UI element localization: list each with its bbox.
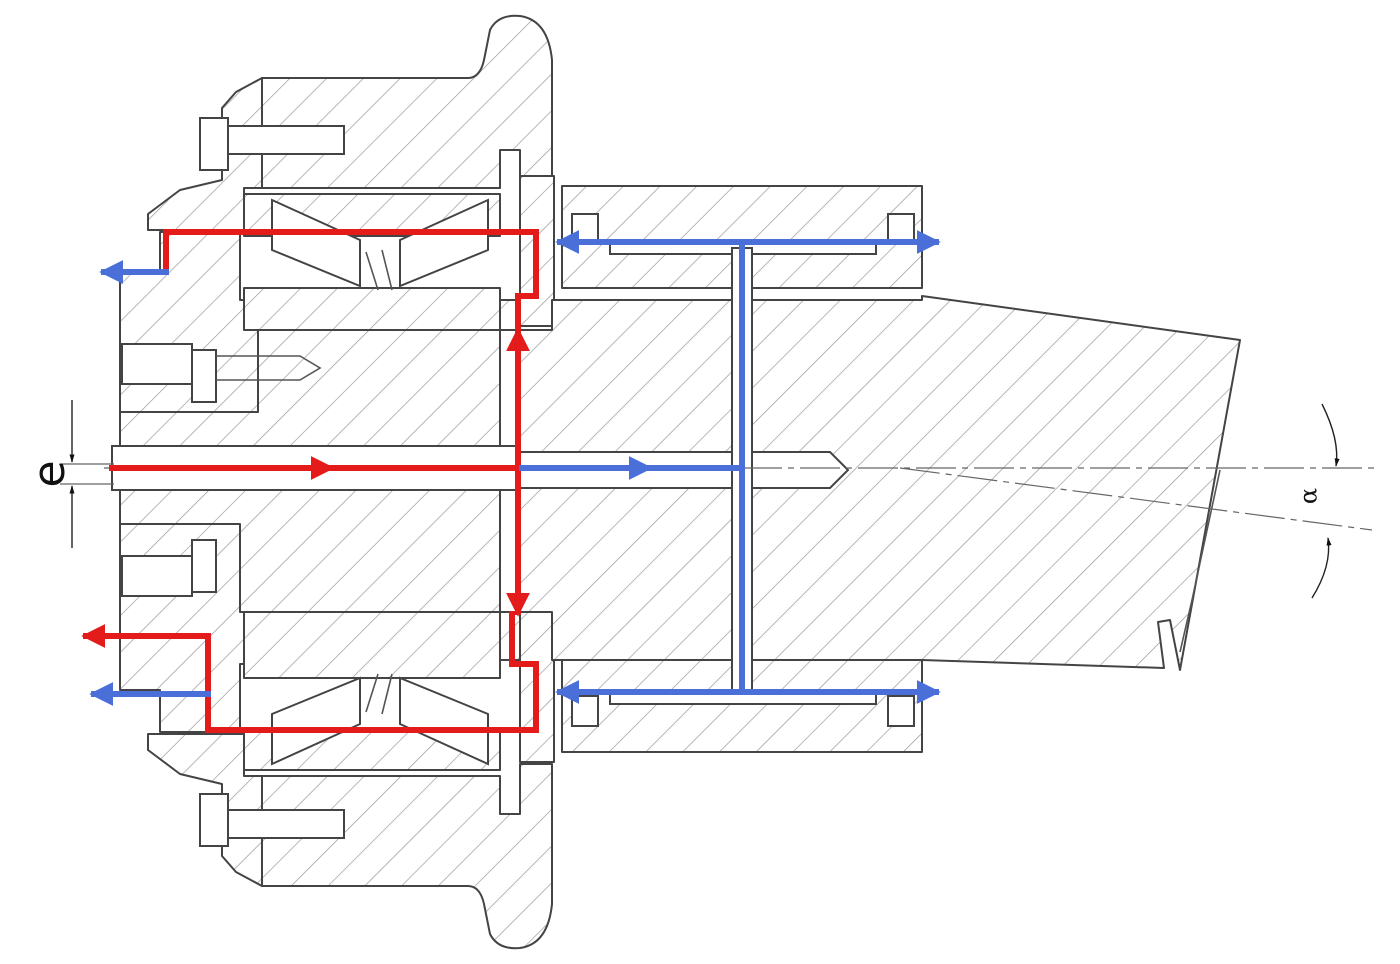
red-flow-lower-bearing — [81, 611, 539, 733]
angle-dimension: α — [1295, 403, 1340, 599]
housing-upper — [261, 14, 553, 201]
front-bolt-upper — [121, 343, 322, 403]
blade-root-relief — [1179, 469, 1221, 653]
bearing-lower — [243, 611, 501, 771]
eccentricity-label: e — [24, 460, 75, 487]
hub-seal-lr — [887, 695, 915, 727]
hub-seal-ll — [571, 695, 599, 727]
housing-front-lower — [147, 733, 263, 887]
housing-bolt-lower — [199, 793, 345, 847]
eccentricity-dimension: e — [24, 400, 114, 548]
front-bolt-lower — [121, 539, 217, 597]
housing-lower — [261, 763, 553, 950]
bearing-upper — [243, 193, 501, 331]
tilted-axis-centerline — [899, 467, 1373, 531]
angle-label: α — [1295, 488, 1323, 504]
housing-bolt-upper — [199, 117, 345, 171]
housing-front-upper — [147, 77, 263, 231]
rotor-hub-upper-ring — [561, 185, 923, 289]
